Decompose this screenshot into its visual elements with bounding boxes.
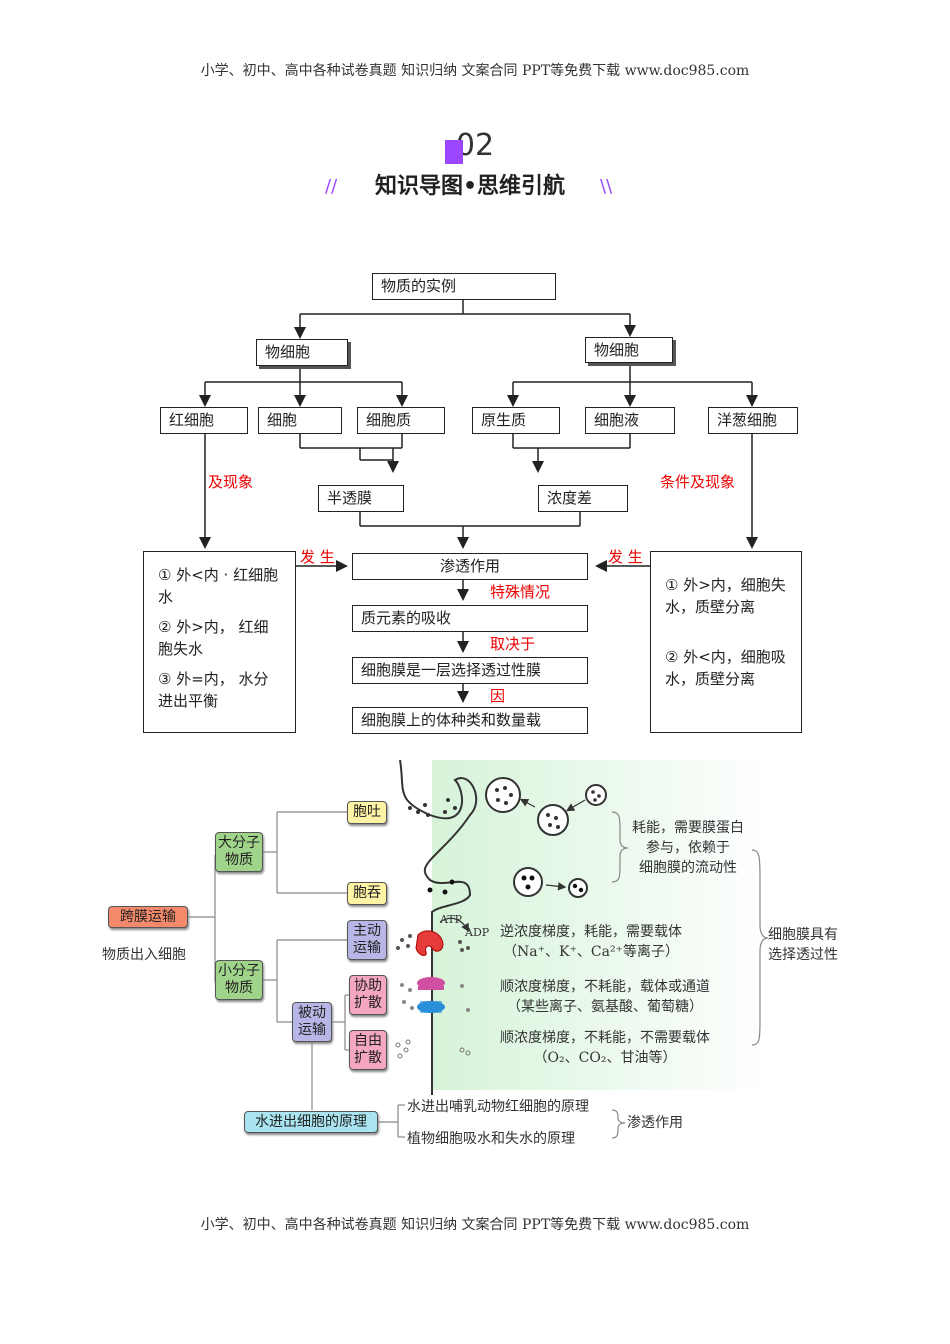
- node-endocytosis: 胞吞: [347, 882, 387, 905]
- left-condition-2: ② 外>内， 红细胞失水: [158, 618, 269, 658]
- desc-macro-line-3: 细胞膜的流动性: [639, 860, 737, 876]
- desc-active-line-2: （Na⁺、K⁺、Ca²⁺等离子）: [503, 944, 679, 960]
- box-animal-cell: 物细胞: [256, 339, 348, 366]
- box-cell-membrane: 细胞: [258, 407, 342, 434]
- label-occur-left: 发 生: [300, 548, 335, 566]
- exocytosis-vesicles: [408, 777, 607, 836]
- node-transmembrane: 跨膜运输: [108, 906, 188, 928]
- label-adp: ADP: [465, 926, 490, 939]
- label-substance-in-out: 物质出入细胞: [102, 947, 186, 963]
- right-condition-1: ① 外>内，细胞失水，质壁分离: [665, 576, 786, 616]
- label-depends-on: 取决于: [490, 635, 536, 653]
- left-conditions-box: ① 外<内 · 红细胞水 ② 外>内， 红细胞失水 ③ 外=内， 水分进出平衡: [143, 551, 296, 733]
- label-atp: ATP: [440, 913, 463, 926]
- channel-protein-graphic: [395, 977, 471, 1059]
- box-onion-cell: 洋葱细胞: [708, 407, 798, 434]
- selective-line-2: 选择透过性: [768, 947, 838, 963]
- desc-macro-line-2: 参与，依赖于: [646, 840, 730, 856]
- right-conditions-box: ① 外>内，细胞失水，质壁分离 ② 外<内，细胞吸水，质壁分离: [650, 551, 802, 733]
- left-condition-3: ③ 外=内， 水分进出平衡: [158, 670, 269, 710]
- desc-free-line-1: 顺浓度梯度，不耗能，不需要载体: [500, 1030, 710, 1046]
- node-facilitated-diffusion: 协助扩散: [349, 975, 387, 1015]
- box-carrier-types: 细胞膜上的体种类和数量载: [352, 707, 588, 734]
- desc-free-diffusion: 顺浓度梯度，不耗能，不需要载体 （O₂、CO₂、甘油等）: [500, 1028, 710, 1068]
- box-material-examples: 物质的实例: [372, 273, 556, 300]
- section-number-accent: [445, 140, 463, 164]
- endocytosis-vesicles: [427, 867, 588, 898]
- desc-facilitated-line-2: （某些离子、氨基酸、葡萄糖）: [507, 999, 703, 1015]
- box-osmosis: 渗透作用: [352, 553, 588, 580]
- page-footer: 小学、初中、高中各种试卷真题 知识归纳 文案合同 PPT等免费下载 www.do…: [200, 1217, 750, 1233]
- map1-connectors: [199, 300, 758, 703]
- left-condition-1: ① 外<内 · 红细胞水: [158, 566, 279, 606]
- desc-macro-transport: 耗能，需要膜蛋白 参与，依赖于 细胞膜的流动性: [632, 818, 744, 878]
- box-red-cell: 红细胞: [160, 407, 248, 434]
- box-plant-cell: 物细胞: [585, 337, 673, 363]
- page-header: 小学、初中、高中各种试卷真题 知识归纳 文案合同 PPT等免费下载 www.do…: [200, 63, 750, 79]
- label-water-rbc: 水进出哺乳动物红细胞的原理: [407, 1099, 589, 1115]
- cell-interior: [432, 760, 772, 1090]
- box-protoplasm: 原生质: [472, 407, 560, 434]
- deco-left: //: [325, 176, 338, 197]
- label-water-plant: 植物细胞吸水和失水的原理: [407, 1131, 575, 1147]
- box-cell-sap: 细胞液: [585, 407, 675, 434]
- desc-active-line-1: 逆浓度梯度，耗能，需要载体: [500, 924, 682, 940]
- node-exocytosis: 胞吐: [347, 801, 387, 824]
- desc-free-line-2: （O₂、CO₂、甘油等）: [533, 1050, 677, 1066]
- section-title: 知识导图•思维引航: [345, 170, 595, 204]
- box-selective-membrane: 细胞膜是一层选择透过性膜: [352, 657, 588, 684]
- box-semipermeable: 半透膜: [318, 485, 404, 512]
- node-passive-transport: 被动运输: [292, 1002, 332, 1042]
- label-special-case: 特殊情况: [490, 583, 551, 601]
- box-concentration-diff: 浓度差: [538, 485, 628, 512]
- right-condition-2: ② 外<内，细胞吸水，质壁分离: [665, 648, 786, 688]
- label-osmosis: 渗透作用: [627, 1115, 683, 1131]
- desc-active-transport: 逆浓度梯度，耗能，需要载体 （Na⁺、K⁺、Ca²⁺等离子）: [500, 922, 682, 962]
- carrier-protein-graphic: [396, 917, 470, 956]
- label-cause: 因: [490, 687, 506, 705]
- node-active-transport: 主动运输: [347, 920, 387, 960]
- section-title-text: 知识导图•思维引航: [374, 174, 566, 199]
- node-small-molecule: 小分子物质: [215, 960, 263, 1000]
- cell-membrane-line: [399, 759, 478, 1095]
- label-occur-right: 发 生: [608, 548, 643, 566]
- desc-macro-line-1: 耗能，需要膜蛋白: [632, 820, 744, 836]
- label-condition-right: 条件及现象: [660, 473, 736, 491]
- node-free-diffusion: 自由扩散: [349, 1030, 387, 1070]
- label-phenomenon-left: 及现象: [208, 473, 254, 491]
- desc-facilitated-line-1: 顺浓度梯度，不耗能，载体或通道: [500, 979, 710, 995]
- selective-line-1: 细胞膜具有: [768, 927, 838, 943]
- box-mineral-absorption: 质元素的吸收: [352, 605, 588, 632]
- desc-selective-permeability: 细胞膜具有 选择透过性: [768, 925, 838, 965]
- desc-facilitated-diffusion: 顺浓度梯度，不耗能，载体或通道 （某些离子、氨基酸、葡萄糖）: [500, 977, 710, 1017]
- deco-right: \\: [600, 176, 613, 197]
- node-water-principle: 水进出细胞的原理: [244, 1111, 378, 1133]
- node-macromolecule: 大分子物质: [215, 832, 263, 872]
- box-cytoplasm: 细胞质: [357, 407, 445, 434]
